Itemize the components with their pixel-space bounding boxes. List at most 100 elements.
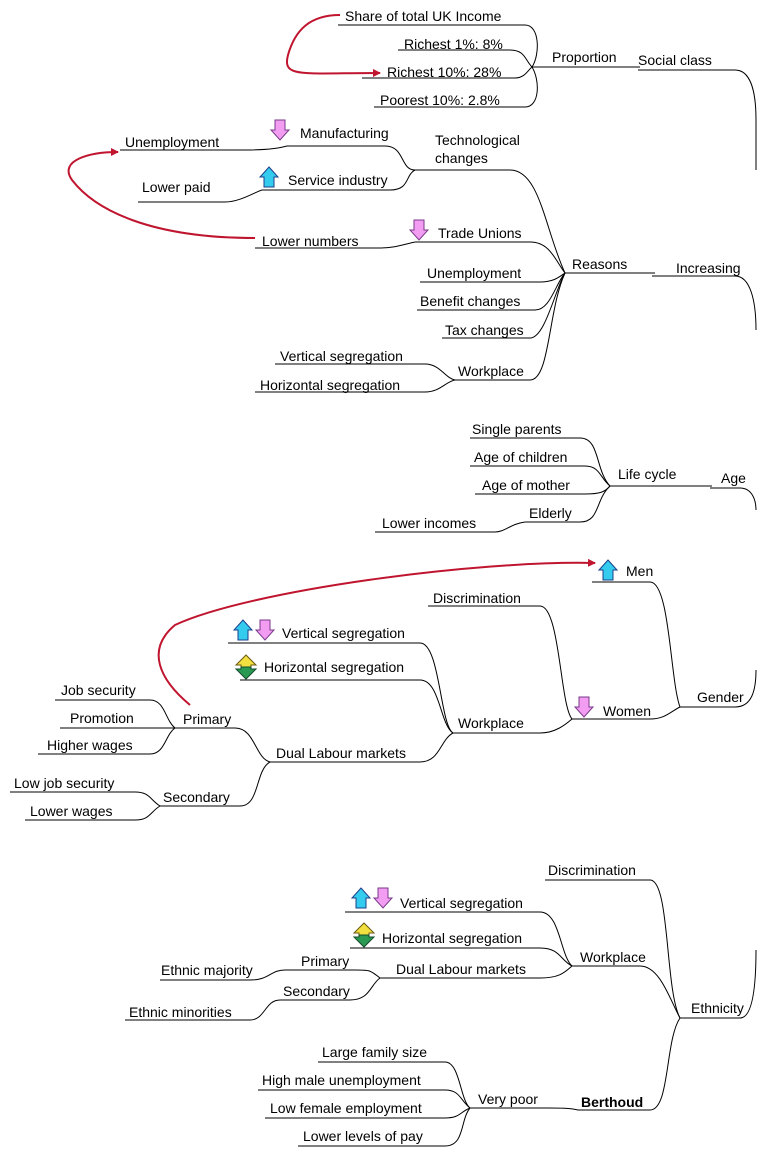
connector [572,965,681,1019]
node-elderly: Elderly [529,505,572,521]
up-arrow-icon [597,559,619,581]
connector [160,761,271,807]
node-trade-unions: Trade Unions [438,225,522,241]
connector [592,581,681,708]
node-unemployment-a: Unemployment [125,134,220,150]
node-large-family: Large family size [322,1044,428,1060]
connector [417,272,566,311]
up-arrow-icon [258,166,280,188]
node-secondary-b: Secondary [283,983,350,999]
connector [455,272,566,381]
node-higher-wages: Higher wages [47,737,133,753]
node-promotion: Promotion [70,710,134,726]
connector [470,1107,579,1111]
connector [270,732,454,763]
connector [572,706,681,720]
connector [55,699,176,729]
connector [138,189,263,203]
connector [287,145,566,274]
cross-link-arrow [67,148,256,239]
node-vertical-seg-c: Vertical segregation [400,895,523,911]
node-lower-wages: Lower wages [30,803,113,819]
node-workplace-b: Workplace [458,715,524,731]
node-workplace-c: Workplace [580,949,646,965]
connector [470,437,611,487]
connector [25,805,161,821]
node-very-poor: Very poor [478,1091,538,1107]
node-single-parents: Single parents [472,421,562,437]
connector [275,363,456,381]
node-ethnicity: Ethnicity [691,1000,744,1016]
node-lower-numbers: Lower numbers [262,233,359,249]
node-lower-pay: Lower levels of pay [303,1128,423,1144]
trunk-connector [710,487,757,511]
node-job-security: Job security [61,682,136,698]
node-ethnic-majority: Ethnic majority [161,962,253,978]
node-service-industry: Service industry [288,172,388,188]
connector [362,66,533,79]
node-dual-labour-a: Dual Labour markets [276,745,406,761]
connector [38,727,176,755]
connector [258,1089,471,1109]
node-horizontal-seg-b: Horizontal segregation [264,659,405,675]
up-down-arrow-icon [352,922,376,948]
connector [350,947,573,967]
connector [398,49,533,68]
connector [175,727,271,763]
connector [470,465,611,487]
node-social-class: Social class [638,52,712,68]
node-discrimination-b: Discrimination [548,862,636,878]
connector [228,642,454,734]
node-proportion: Proportion [552,49,617,65]
connector [545,879,681,1019]
connector [265,1107,471,1119]
node-manufacturing: Manufacturing [300,125,389,141]
node-richest-10: Richest 10%: 28% [387,64,502,80]
connector [318,1061,471,1109]
trunk-connector [638,69,757,160]
down-arrow-icon [254,619,276,641]
node-primary-b: Primary [301,953,350,969]
node-life-cycle: Life cycle [618,466,677,482]
connector [240,679,454,734]
node-lower-paid: Lower paid [142,179,211,195]
up-arrow-icon [350,887,372,909]
node-women: Women [603,703,651,719]
node-discrimination-a: Discrimination [433,590,521,606]
connector [345,911,573,967]
node-share: Share of total UK Income [345,8,502,24]
connector [428,605,573,720]
node-increasing: Increasing [676,260,741,276]
connector [415,241,566,274]
node-poorest-10: Poorest 10%: 2.8% [380,92,500,108]
connector [380,965,573,979]
node-ethnic-minorities: Ethnic minorities [129,1004,232,1020]
connector [298,1107,471,1147]
node-reasons: Reasons [572,256,628,272]
connector [578,1017,681,1111]
connector [255,241,416,249]
node-horizontal-seg-c: Horizontal segregation [382,930,523,946]
down-arrow-icon [372,887,394,909]
node-dual-labour-b: Dual Labour markets [396,961,526,977]
node-primary-a: Primary [183,711,232,727]
node-secondary-a: Secondary [163,789,230,805]
trunk-connector [652,275,757,331]
node-low-job-security: Low job security [14,775,115,791]
connector [525,485,611,523]
down-arrow-icon [573,696,595,718]
node-high-male: High male unemployment [262,1072,421,1088]
up-arrow-icon [232,619,254,641]
connector [160,969,381,981]
node-berthoud: Berthoud [581,1094,644,1110]
node-vertical-seg-a: Vertical segregation [280,348,403,364]
connector [375,521,526,533]
cross-link-arrow [157,558,596,706]
node-unemployment-b: Unemployment [427,265,522,281]
node-age: Age [721,470,746,486]
node-technological: Technological [435,132,520,148]
connector [338,24,538,68]
trunk-connector [680,669,757,708]
connector [442,272,566,339]
node-richest-1: Richest 1%: 8% [404,36,503,52]
